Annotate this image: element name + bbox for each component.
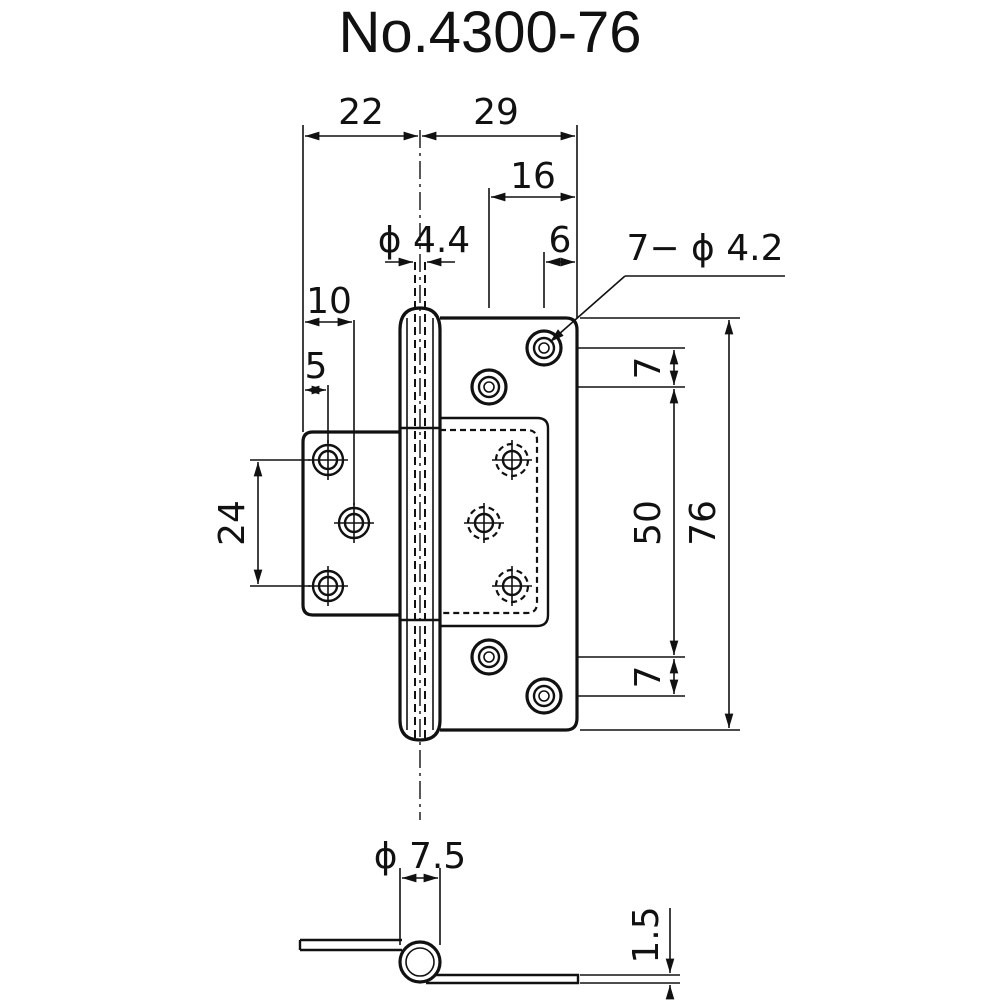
dimension-6-label: 6: [549, 220, 572, 261]
knuckle-section: [398, 940, 442, 984]
screw-hole: [470, 638, 508, 676]
dimension-29-label: 29: [473, 92, 519, 133]
dimension-16: 16: [488, 156, 575, 308]
screw-hole: [525, 329, 563, 367]
pin-hole-label: ϕ 4.4: [378, 220, 470, 261]
hinge-front-view: [301, 130, 579, 820]
dimension-76: 76: [580, 317, 740, 731]
hidden-screw-hole: [464, 503, 504, 543]
screw-hole: [470, 368, 508, 406]
dimension-5-label: 5: [305, 346, 328, 387]
recess-inner-outline: [440, 428, 539, 615]
holes-callout: 7− ϕ 4.2: [549, 228, 785, 343]
left-leaf-outline: [301, 430, 400, 617]
dimension-7-top: 7: [578, 347, 685, 388]
knuckle-barrel: [398, 306, 442, 742]
knuckle-diameter-label: ϕ 7.5: [374, 836, 466, 877]
dimension-pin-hole: ϕ 4.4: [378, 220, 470, 267]
dimension-5: 5: [305, 346, 329, 443]
dimension-22: 22: [302, 92, 418, 432]
dimension-7-bottom-label: 7: [628, 666, 669, 689]
dimension-7-bottom: 7: [578, 656, 685, 697]
dimension-10: 10: [305, 281, 355, 505]
holes-callout-label: 7− ϕ 4.2: [627, 228, 784, 269]
screw-hole: [525, 677, 563, 715]
dimension-29: 29: [422, 92, 578, 318]
dimension-6: 6: [543, 220, 575, 308]
dimension-76-label: 76: [683, 500, 724, 546]
thickness-label: 1.5: [626, 906, 667, 963]
dimension-7-top-label: 7: [628, 357, 669, 380]
dimension-24: 24: [212, 459, 310, 587]
left-leaf-hole: [308, 566, 348, 606]
right-leaf-outline: [440, 316, 579, 732]
hidden-screw-hole: [492, 440, 532, 480]
left-leaf-hole: [334, 503, 374, 543]
dimension-50: 50: [628, 389, 679, 655]
dimension-24-label: 24: [212, 500, 253, 546]
left-leaf-hole: [308, 440, 348, 480]
dimension-16-label: 16: [510, 156, 556, 197]
drawing-title: No.4300-76: [338, 0, 641, 65]
dimension-22-label: 22: [338, 92, 384, 133]
recess-outline: [440, 416, 550, 628]
hidden-screw-hole: [492, 566, 532, 606]
dimension-10-label: 10: [306, 281, 352, 322]
hinge-section-view: ϕ 7.5 1.5: [298, 836, 680, 1000]
dimension-50-label: 50: [628, 500, 669, 546]
